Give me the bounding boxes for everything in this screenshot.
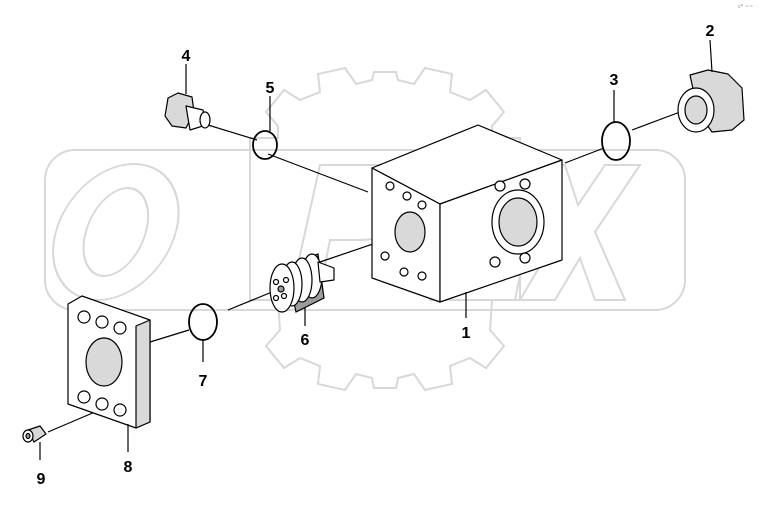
o-ring-5 [252,130,278,160]
callout-4: 4 [182,48,191,65]
valve-cartridge-part [269,253,335,326]
small-plug-part [164,92,211,131]
flange-plate-part [67,295,151,452]
callout-6: 6 [301,332,310,349]
callout-2: 2 [706,23,715,40]
callout-1: 1 [462,325,471,342]
valve-body-part [371,124,563,318]
plug-part [677,69,745,133]
callout-labels: 1 2 3 4 5 6 7 8 9 [37,23,715,488]
callout-9: 9 [37,471,46,488]
callout-7: 7 [199,373,208,390]
cap-screw-part [22,425,47,460]
callout-8: 8 [124,459,133,476]
callout-3: 3 [610,72,619,89]
corner-mark: c* ~~ [738,4,753,10]
o-ring-3 [601,121,631,161]
callout-5: 5 [266,80,275,97]
